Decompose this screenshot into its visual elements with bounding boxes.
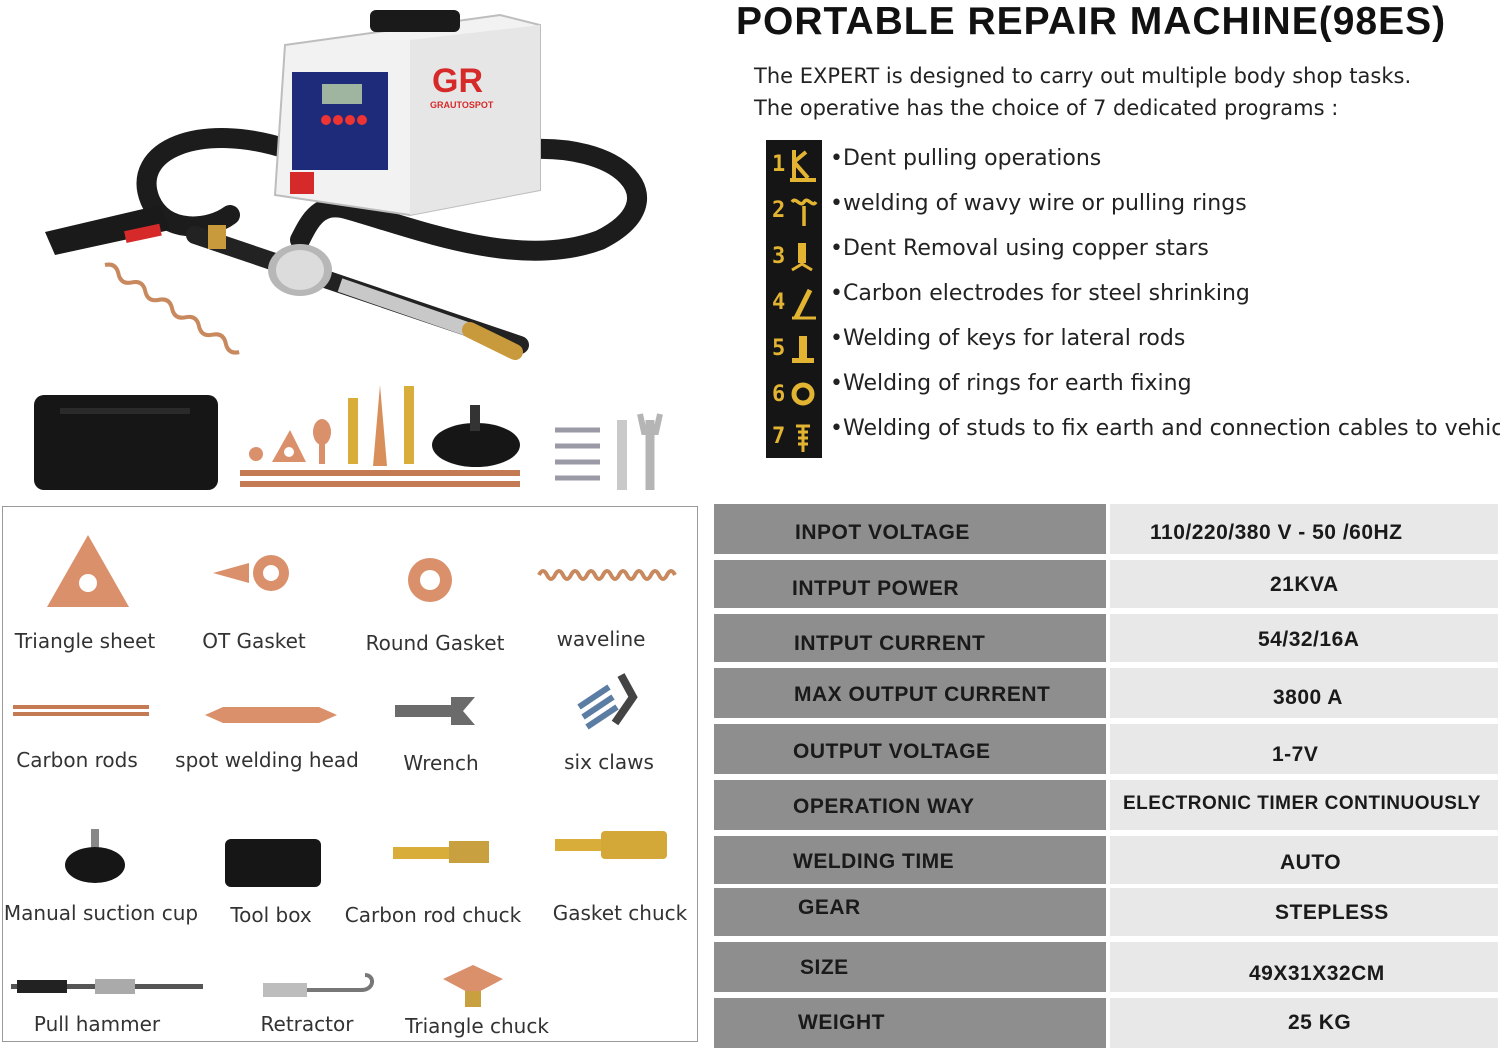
accessory-label: OT Gasket	[202, 629, 306, 653]
accessory-label: Triangle sheet	[14, 629, 156, 653]
accessory-label: Round Gasket	[365, 631, 505, 655]
gasket-chuck-image	[555, 831, 667, 859]
machine-photo: GR GRAUTOSPOT	[34, 10, 663, 490]
program-item: •Welding of studs to fix earth and conne…	[830, 416, 1500, 441]
spec-label: MAX OUTPUT CURRENT	[794, 683, 1051, 706]
spec-value-cell	[1110, 836, 1498, 884]
program-5-icon: 5	[766, 328, 822, 372]
carbon-rod-chuck-image	[393, 841, 489, 863]
spec-value-cell	[1110, 668, 1498, 718]
tool-box-image	[225, 839, 321, 887]
wrench-image	[395, 697, 475, 725]
program-item: •welding of wavy wire or pulling rings	[830, 191, 1247, 216]
product-description: The EXPERT is designed to carry out mult…	[754, 64, 1412, 120]
spec-value: AUTO	[1280, 851, 1342, 874]
accessory-label: Carbon rods	[16, 748, 138, 772]
carbon-rods-image	[13, 705, 149, 716]
spec-value: 49X31X32CM	[1249, 962, 1385, 985]
program-2-icon: 2	[766, 190, 822, 234]
page-title: PORTABLE REPAIR MACHINE(98ES)	[736, 0, 1447, 43]
accessory-label: Triangle chuck	[405, 1014, 549, 1038]
spec-label-cell	[714, 504, 1106, 554]
accessory-label: Tool box	[230, 903, 312, 927]
spec-label: INTPUT POWER	[792, 577, 959, 600]
spec-value-cell	[1110, 724, 1498, 774]
round-gasket-image	[408, 558, 452, 602]
accessory-label: Gasket chuck	[552, 901, 688, 925]
accessory-label: six claws	[564, 750, 654, 774]
program-item: •Welding of keys for lateral rods	[830, 326, 1186, 351]
waveline-image	[537, 569, 677, 581]
program-item: •Welding of rings for earth fixing	[830, 371, 1192, 396]
spec-label: OPERATION WAY	[793, 795, 975, 818]
spec-label-cell	[714, 942, 1106, 992]
spec-value: 54/32/16A	[1258, 628, 1360, 651]
spec-label: OUTPUT VOLTAGE	[793, 740, 991, 763]
svg-text:GR: GR	[432, 62, 483, 100]
spec-value: 25 KG	[1288, 1011, 1352, 1034]
spec-label-cell	[714, 888, 1106, 936]
program-item: •Dent Removal using copper stars	[830, 236, 1209, 261]
spec-value-cell	[1110, 942, 1498, 992]
accessory-label: Manual suction cup	[3, 901, 199, 925]
accessory-label: Pull hammer	[33, 1012, 161, 1036]
spec-value-cell	[1110, 998, 1498, 1048]
triangle-sheet-image	[47, 535, 129, 607]
spec-label-cell	[714, 614, 1106, 662]
spec-value-cell	[1110, 780, 1498, 830]
spec-value: 21KVA	[1270, 573, 1339, 596]
accessory-label: Wrench	[403, 751, 479, 775]
spec-label: INPOT VOLTAGE	[795, 521, 970, 544]
program-4-icon: 4	[766, 282, 822, 326]
ot-gasket-image	[213, 555, 289, 591]
spec-label: WEIGHT	[798, 1011, 885, 1034]
spec-label-cell	[714, 560, 1106, 608]
spec-value: 1-7V	[1272, 743, 1319, 766]
spec-label: INTPUT CURRENT	[794, 632, 986, 655]
spec-value: 3800 A	[1273, 686, 1343, 709]
accessory-label: Carbon rod chuck	[344, 903, 522, 927]
spec-label-cell	[714, 668, 1106, 718]
spot-welding-head-image	[205, 707, 337, 723]
program-item: •Carbon electrodes for steel shrinking	[830, 281, 1250, 306]
spec-value-cell	[1110, 504, 1498, 554]
spec-label-cell	[714, 724, 1106, 774]
pull-hammer-image	[11, 979, 203, 994]
accessory-label: waveline	[556, 627, 646, 651]
program-7-icon: 7	[766, 416, 822, 460]
accessories-panel: Triangle sheet OT Gasket Round Gasket wa…	[2, 506, 698, 1042]
spec-label: WELDING TIME	[793, 850, 955, 873]
manual-suction-cup-image	[65, 829, 125, 883]
spec-label-cell	[714, 998, 1106, 1048]
spec-value-cell	[1110, 560, 1498, 608]
program-icon-strip: 1 2 3 4 5 6 7	[766, 140, 822, 458]
spec-value-cell	[1110, 888, 1498, 936]
spec-value-cell	[1110, 614, 1498, 662]
spec-label: SIZE	[800, 956, 849, 979]
welder-machine-body: GR GRAUTOSPOT	[273, 10, 541, 217]
program-6-icon: 6	[766, 374, 822, 418]
spec-value: STEPLESS	[1275, 901, 1389, 924]
triangle-chuck-image	[443, 965, 503, 1007]
brand-logo-text: GRAUTOSPOT	[430, 100, 494, 110]
retractor-image	[263, 973, 374, 997]
spec-label: GEAR	[798, 896, 861, 919]
program-3-icon: 3	[766, 236, 822, 280]
six-claws-image	[577, 673, 638, 730]
spec-label-cell	[714, 780, 1106, 830]
spec-label-cell	[714, 836, 1106, 884]
spot-welding-gun	[45, 205, 529, 360]
accessory-label: Retractor	[260, 1012, 354, 1036]
spec-value: 110/220/380 V - 50 /60HZ	[1150, 521, 1403, 544]
program-1-icon: 1	[766, 144, 822, 188]
spec-value: ELECTRONIC TIMER CONTINUOUSLY	[1123, 793, 1481, 814]
accessory-label: spot welding head	[175, 748, 359, 772]
program-item: •Dent pulling operations	[830, 146, 1102, 171]
